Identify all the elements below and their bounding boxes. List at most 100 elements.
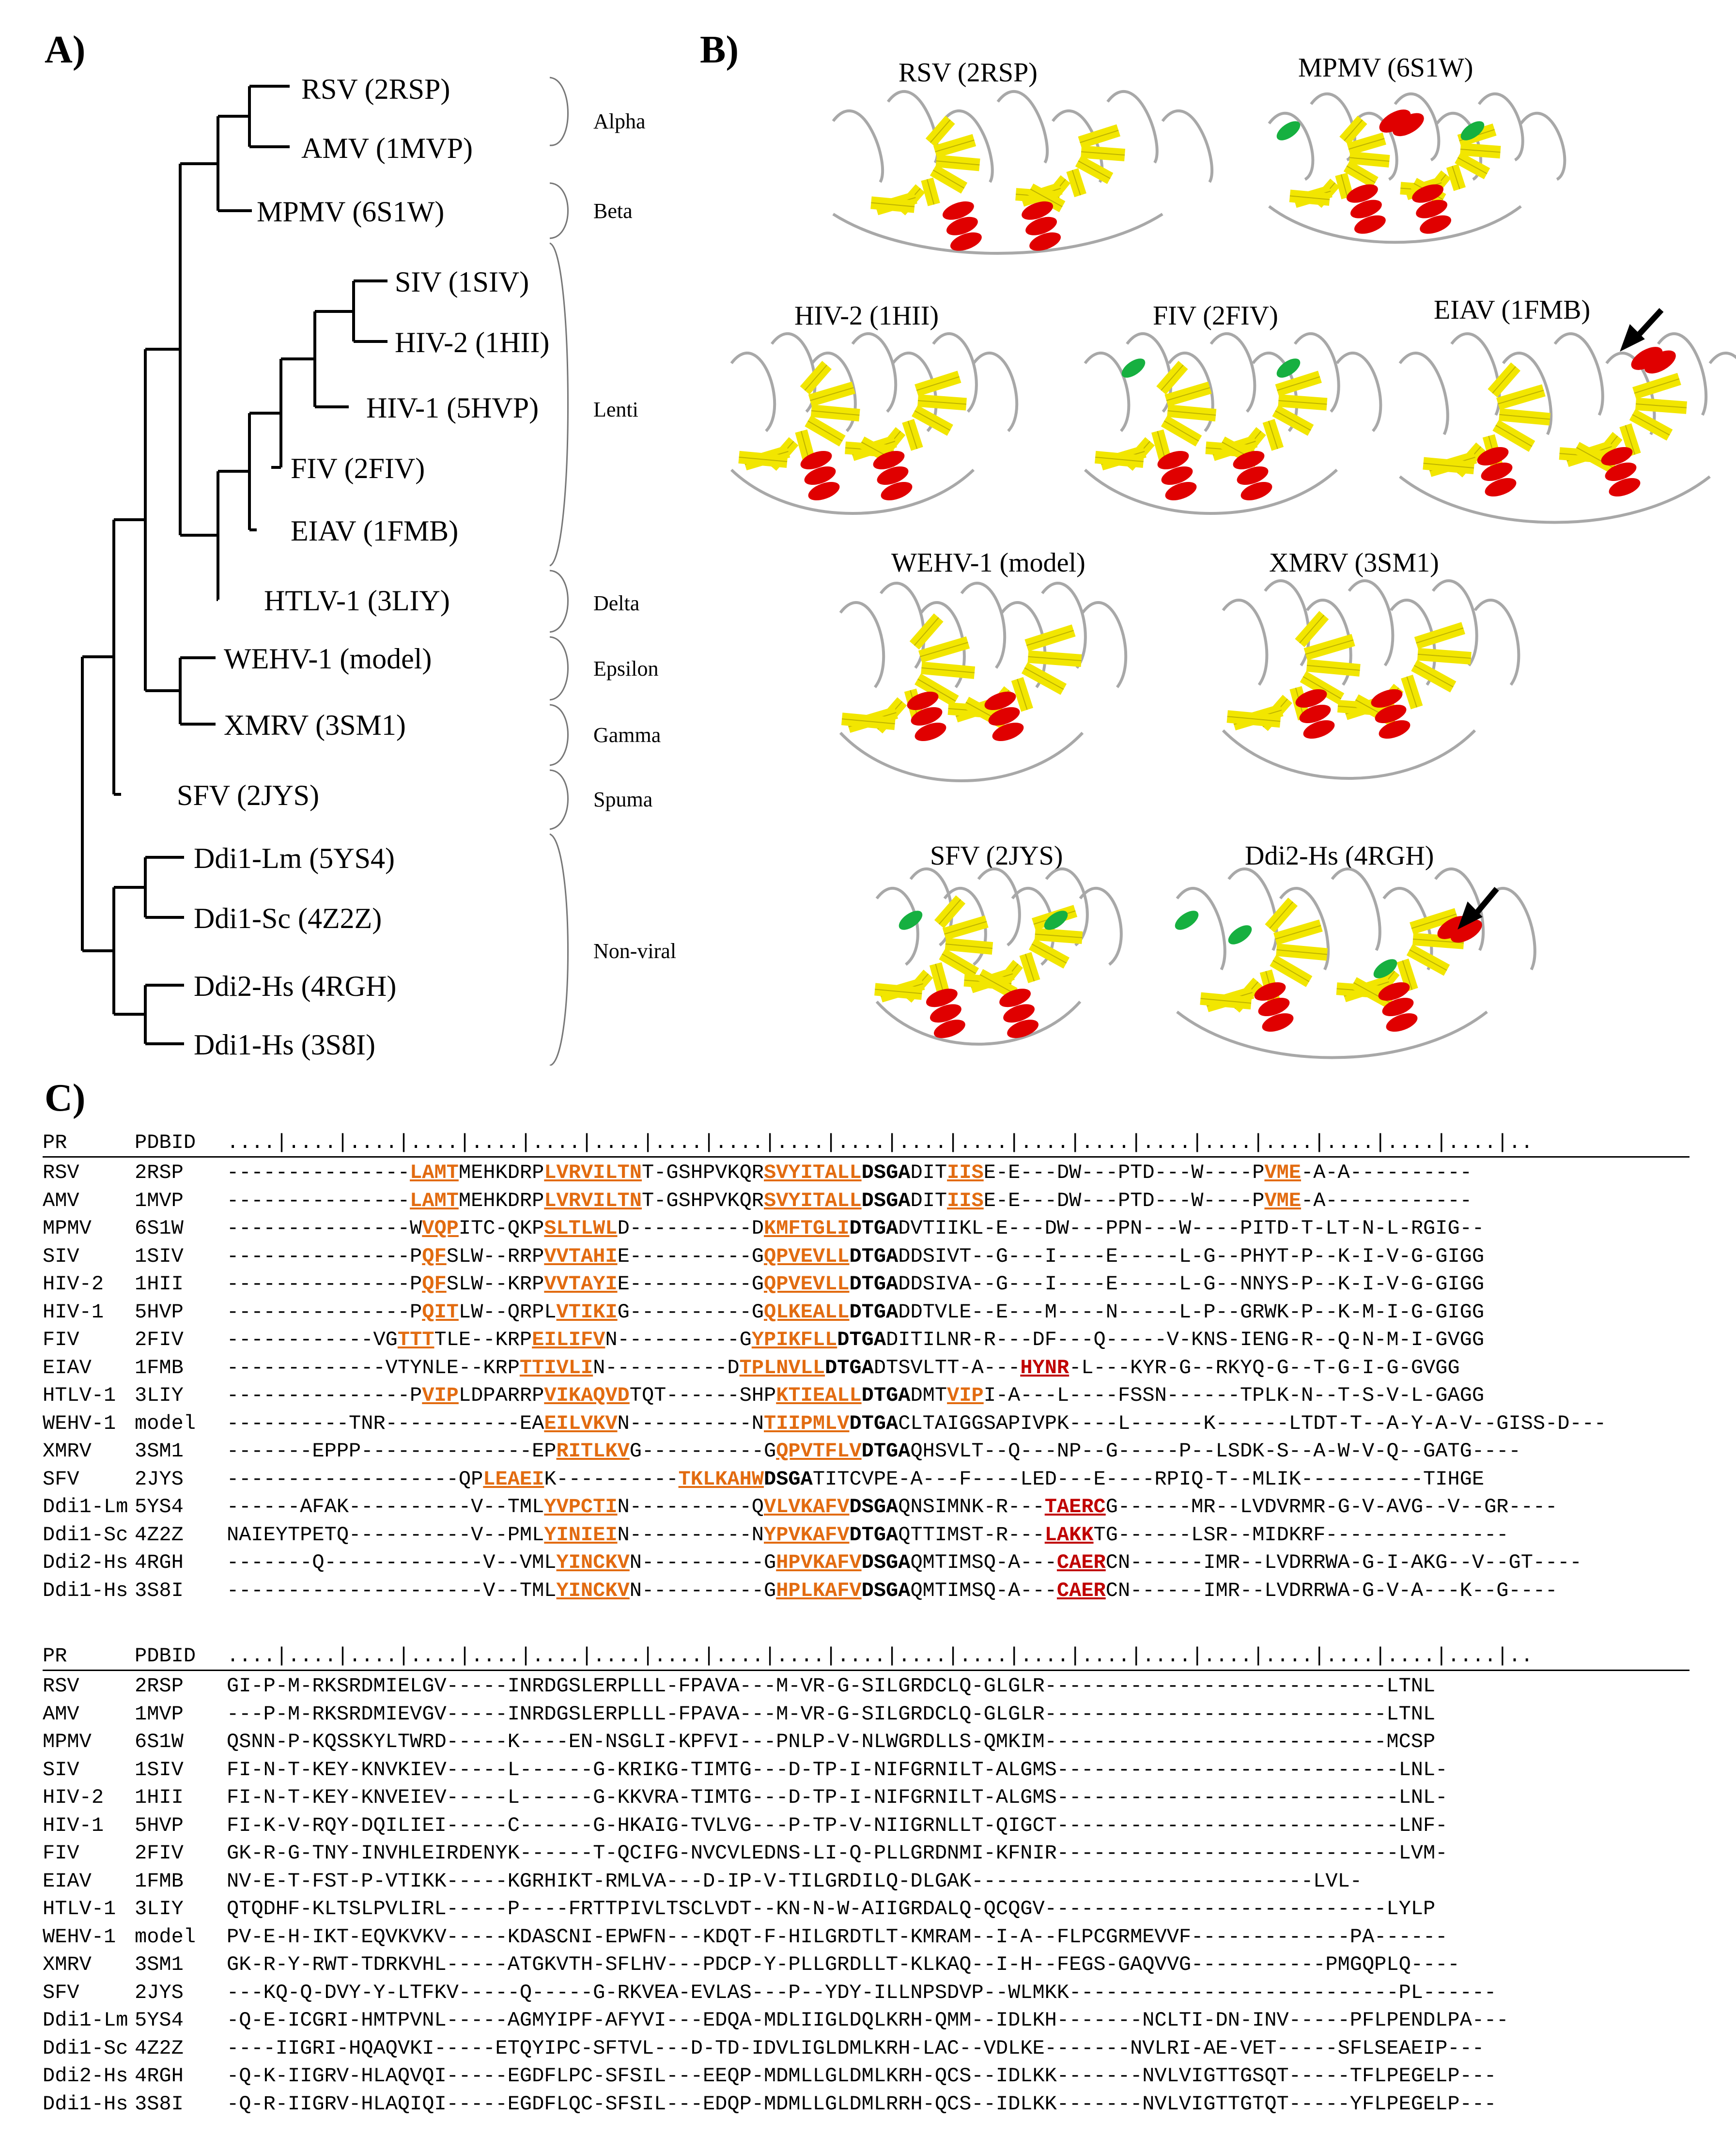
alignment-block2-row-name: SIV xyxy=(43,1758,79,1781)
alignment-block2-row-name: XMRV xyxy=(43,1953,92,1976)
alignment-block1-row-pdbid: 4Z2Z xyxy=(135,1523,184,1547)
alignment-block1-row-sequence: ---------------LAMTMEHKDRPLVRVILTNT-GSHP… xyxy=(227,1189,1472,1212)
alignment-block2-row-sequence: FI-N-T-KEY-KNVEIEV-----L------G-KKVRA-TI… xyxy=(227,1786,1448,1809)
alignment-block1-header-rule xyxy=(43,1156,1690,1158)
group-delta: Delta xyxy=(593,591,640,615)
alignment-block2-row-sequence: QSNN-P-KQSSKYLTWRD-----K----EN-NSGLI-KPF… xyxy=(227,1730,1436,1753)
structure-title-mpmv: MPMV (6S1W) xyxy=(1298,53,1473,83)
structure-title-hiv2: HIV-2 (1HII) xyxy=(794,301,939,331)
alignment-block2-row-pdbid: 6S1W xyxy=(135,1730,184,1753)
alignment-block1-row-pdbid: 2RSP xyxy=(135,1161,184,1184)
panel-a-label: A) xyxy=(45,29,86,71)
structure-drawings xyxy=(730,90,1736,1059)
alignment-block2-row-sequence: GI-P-M-RKSRDMIELGV-----INRDGSLERPLLL-FPA… xyxy=(227,1674,1436,1698)
alignment-block2-row-sequence: ---KQ-Q-DVY-Y-LTFKV-----Q-----G-RKVEA-EV… xyxy=(227,1981,1497,2004)
leaf-sfv: SFV (2JYS) xyxy=(177,779,319,811)
alignment-block1-row-name: SIV xyxy=(43,1244,79,1268)
alignment-block2-row-name: MPMV xyxy=(43,1730,92,1753)
structure-title-sfv: SFV (2JYS) xyxy=(930,841,1063,871)
alignment-block2-row-sequence: FI-N-T-KEY-KNVKIEV-----L------G-KRIKG-TI… xyxy=(227,1758,1448,1781)
alignment-block2-row-sequence: ---P-M-RKSRDMIEVGV-----INRDGSLERPLLL-FPA… xyxy=(227,1702,1436,1726)
alignment-block1-row-sequence: -------------VTYNLE--KRPTTIVLIN---------… xyxy=(227,1356,1460,1379)
alignment-block1-row-sequence: -------EPPP--------------EPRITLKVG------… xyxy=(227,1440,1521,1463)
alignment-block1-row-sequence: ------AFAK----------V--TMLYVPCTIN-------… xyxy=(227,1495,1558,1518)
panel-c-label: C) xyxy=(45,1077,86,1119)
alignment-block1-row-name: XMRV xyxy=(43,1440,92,1463)
alignment-block2-header-rule xyxy=(43,1670,1690,1671)
alignment-block1-row-name: HIV-2 xyxy=(43,1272,104,1296)
alignment-block2-header-pdbid: PDBID xyxy=(135,1644,196,1668)
structure-title-eiav: EIAV (1FMB) xyxy=(1434,295,1591,325)
alignment-block1-ruler: ....|....|....|....|....|....|....|....|… xyxy=(227,1131,1533,1154)
alignment-block2-row-pdbid: 1FMB xyxy=(135,1869,184,1893)
alignment-block2-row-name: HTLV-1 xyxy=(43,1897,116,1920)
alignment-block1-row-name: MPMV xyxy=(43,1217,92,1240)
leaf-ddi1-hs: Ddi1-Hs (3S8I) xyxy=(194,1029,375,1061)
alignment-block2-row-name: EIAV xyxy=(43,1869,92,1893)
leaf-hiv1: HIV-1 (5HVP) xyxy=(366,392,539,424)
alignment-block1-row-sequence: ----------TNR-----------EAEILVKVN-------… xyxy=(227,1411,1607,1435)
alignment-block2-row-name: Ddi1-Sc xyxy=(43,2036,128,2060)
panel-b-label: B) xyxy=(700,29,739,71)
alignment-block1-row-sequence: ---------------PQFSLW--RRPVVTAHIE-------… xyxy=(227,1244,1485,1268)
alignment-block1-row-sequence: ---------------WVQPITC-QKPSLTLWLD-------… xyxy=(227,1217,1485,1240)
alignment-block1-row-sequence: ---------------LAMTMEHKDRPLVRVILTNT-GSHP… xyxy=(227,1161,1472,1184)
alignment-block2-row-sequence: -Q-K-IIGRV-HLAQVQI-----EGDFLPC-SFSIL---E… xyxy=(227,2064,1497,2088)
alignment-block1-row-pdbid: 6S1W xyxy=(135,1217,184,1240)
group-beta: Beta xyxy=(593,199,633,223)
group-alpha: Alpha xyxy=(593,109,646,133)
alignment-block1-row-pdbid: model xyxy=(135,1411,196,1435)
alignment-block2-row-name: SFV xyxy=(43,1981,79,2004)
alignment-block2-row-pdbid: 2JYS xyxy=(135,1981,184,2004)
structure-rsv xyxy=(832,90,1214,255)
alignment-block1-row-pdbid: 5HVP xyxy=(135,1300,184,1324)
structure-wehv1 xyxy=(839,582,1128,782)
alignment-block2-row-name: AMV xyxy=(43,1702,79,1726)
alignment-block2-row-sequence: PV-E-H-IKT-EQVKVKV-----KDASCNI-EPWFN---K… xyxy=(227,1925,1448,1949)
alignment-block2-row-name: WEHV-1 xyxy=(43,1925,116,1949)
alignment-block2-row-pdbid: 3LIY xyxy=(135,1897,184,1920)
alignment-block1-row-name: RSV xyxy=(43,1161,79,1184)
alignment-block2-row-pdbid: 2RSP xyxy=(135,1674,184,1698)
arrow-head-eiav xyxy=(1620,324,1645,352)
alignment-block1-row-pdbid: 1SIV xyxy=(135,1244,184,1268)
alignment-block2-row-sequence: -Q-R-IIGRV-HLAQIQI-----EGDFLQC-SFSIL---E… xyxy=(227,2092,1497,2116)
alignment-block2-row-pdbid: 1MVP xyxy=(135,1702,184,1726)
alignment-block1-row-pdbid: 3SM1 xyxy=(135,1440,184,1463)
structure-eiav xyxy=(1398,332,1736,524)
alignment-block1-row-name: Ddi2-Hs xyxy=(43,1551,128,1574)
alignment-block1-row-name: SFV xyxy=(43,1467,79,1491)
alignment-block2-header-pr: PR xyxy=(43,1644,67,1668)
alignment-block1-row-pdbid: 5YS4 xyxy=(135,1495,184,1518)
alignment-block2-row-name: Ddi1-Hs xyxy=(43,2092,128,2116)
alignment-block2-row-pdbid: 4RGH xyxy=(135,2064,184,2088)
alignment-block1-row-pdbid: 2JYS xyxy=(135,1467,184,1491)
leaf-rsv: RSV (2RSP) xyxy=(301,73,450,105)
leaf-hiv2: HIV-2 (1HII) xyxy=(395,326,550,358)
alignment-block1-row-pdbid: 1FMB xyxy=(135,1356,184,1379)
alignment-block1-row-sequence: NAIEYTPETQ----------V--PMLYINIEIN-------… xyxy=(227,1523,1509,1547)
structure-sfv xyxy=(874,867,1123,1046)
alignment-block2-row-pdbid: 3SM1 xyxy=(135,1953,184,1976)
structure-hiv2 xyxy=(730,332,1019,515)
alignment-block1-row-name: EIAV xyxy=(43,1356,92,1379)
structure-title-ddi2: Ddi2-Hs (4RGH) xyxy=(1245,841,1434,871)
group-non-viral: Non-viral xyxy=(593,939,677,963)
alignment-block1-row-name: WEHV-1 xyxy=(43,1411,116,1435)
alignment-block1-row-sequence: ------------VGTTTTLE--KRPEILIFVN--------… xyxy=(227,1328,1485,1351)
alignment-block2-row-name: HIV-2 xyxy=(43,1786,104,1809)
alignment-block2-row-sequence: NV-E-T-FST-P-VTIKK-----KGRHIKT-RMLVA---D… xyxy=(227,1869,1362,1893)
leaf-ddi1-sc: Ddi1-Sc (4Z2Z) xyxy=(194,902,382,934)
alignment-block1-row-name: HIV-1 xyxy=(43,1300,104,1324)
alignment-block2-row-pdbid: 1HII xyxy=(135,1786,184,1809)
alignment-block2-row-name: FIV xyxy=(43,1842,79,1865)
alignment-block2-row-name: HIV-1 xyxy=(43,1813,104,1837)
alignment-block2-ruler: ....|....|....|....|....|....|....|....|… xyxy=(227,1644,1533,1668)
alignment-block1-row-sequence: -------Q-------------V--VMLYINCKVN------… xyxy=(227,1551,1582,1574)
tree-branches xyxy=(81,85,388,1045)
leaf-ddi1-lm: Ddi1-Lm (5YS4) xyxy=(194,842,395,874)
leaf-amv: AMV (1MVP) xyxy=(301,132,473,164)
structure-title-fiv: FIV (2FIV) xyxy=(1153,301,1278,331)
alignment-block1-row-sequence: -------------------QPLEAEIK----------TKL… xyxy=(227,1467,1485,1491)
alignment-block1-header-pr: PR xyxy=(43,1131,67,1154)
